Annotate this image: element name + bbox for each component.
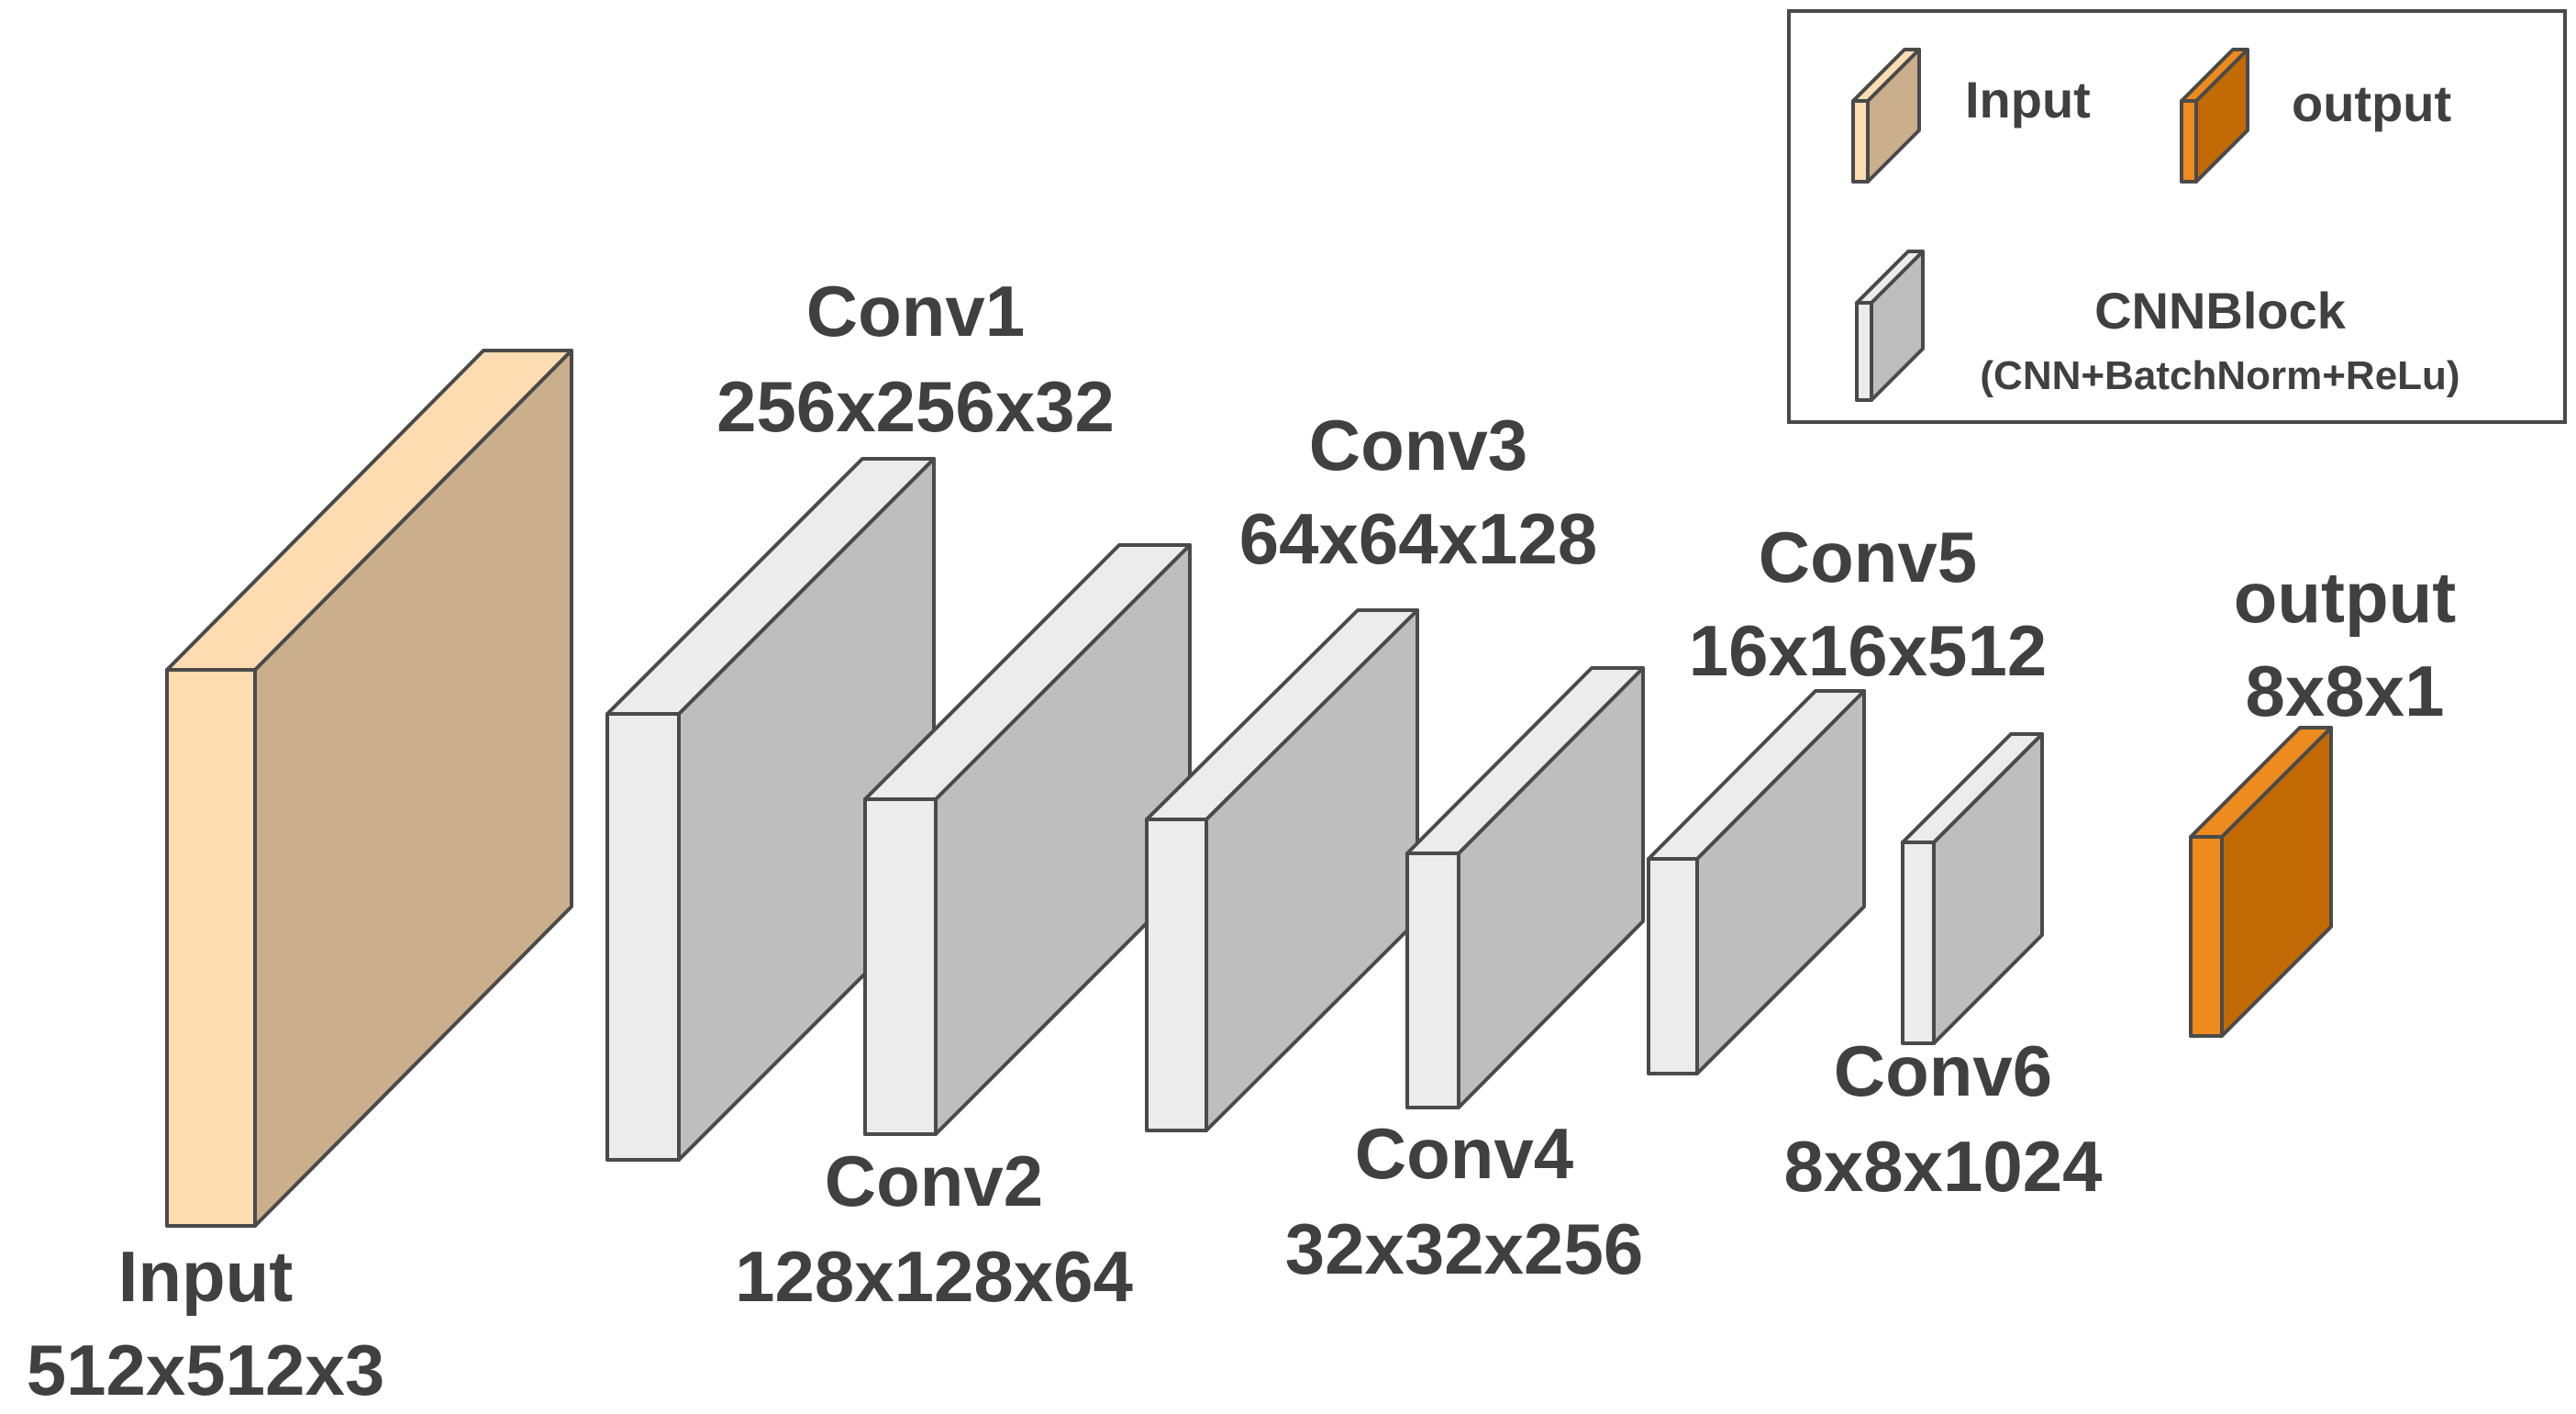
output-block-front: [2189, 835, 2224, 1038]
output-block: [2189, 726, 2333, 1038]
legend-cnn-label: CNNBlock: [2094, 282, 2347, 340]
conv2-block-front: [863, 797, 938, 1136]
legend-cnn-swatch-front: [1855, 301, 1873, 402]
conv2-dims-label: 128x128x64: [735, 1236, 1133, 1317]
legend: Input output CNNBlock (CNN+BatchNorm+ReL…: [1787, 9, 2567, 424]
input-block: [165, 349, 573, 1228]
legend-output-label: output: [2292, 74, 2451, 132]
conv4-name-label: Conv4: [1355, 1113, 1573, 1194]
conv1-name-label: Conv1: [806, 271, 1025, 351]
legend-input-swatch: [1851, 48, 1921, 184]
conv4-block: [1405, 666, 1645, 1109]
conv4-dims-label: 32x32x256: [1285, 1208, 1643, 1289]
input-name-label: Input: [118, 1236, 294, 1317]
conv1-block-front: [605, 712, 681, 1162]
input-dims-label: 512x512x3: [27, 1330, 384, 1410]
conv3-name-label: Conv3: [1309, 405, 1527, 485]
conv6-dims-label: 8x8x1024: [1783, 1126, 2102, 1207]
legend-output-swatch: [2180, 48, 2249, 184]
input-block-front: [165, 668, 257, 1228]
conv6-block: [1901, 732, 2044, 1045]
conv3-dims-label: 64x64x128: [1239, 498, 1597, 579]
conv4-block-front: [1405, 852, 1460, 1109]
legend-input-label: Input: [1965, 71, 2091, 128]
conv5-dims-label: 16x16x512: [1689, 610, 2047, 691]
conv1-block: [605, 457, 936, 1162]
conv3-block: [1145, 608, 1419, 1132]
conv1-dims-label: 256x256x32: [716, 366, 1115, 447]
conv2-name-label: Conv2: [825, 1141, 1043, 1221]
output-name-label: output: [2234, 557, 2457, 638]
conv6-name-label: Conv6: [1834, 1030, 2052, 1111]
conv5-name-label: Conv5: [1759, 517, 1977, 597]
output-dims-label: 8x8x1: [2246, 651, 2445, 731]
legend-cnn-sublabel: (CNN+BatchNorm+ReLu): [1980, 353, 2459, 398]
legend-cnn-swatch: [1855, 250, 1925, 402]
legend-input-swatch-front: [1851, 99, 1870, 184]
legend-output-swatch-front: [2180, 99, 2198, 184]
conv5-block: [1647, 689, 1866, 1075]
conv3-block-front: [1145, 818, 1208, 1132]
conv5-block-front: [1647, 857, 1699, 1075]
conv6-block-front: [1901, 841, 1936, 1045]
